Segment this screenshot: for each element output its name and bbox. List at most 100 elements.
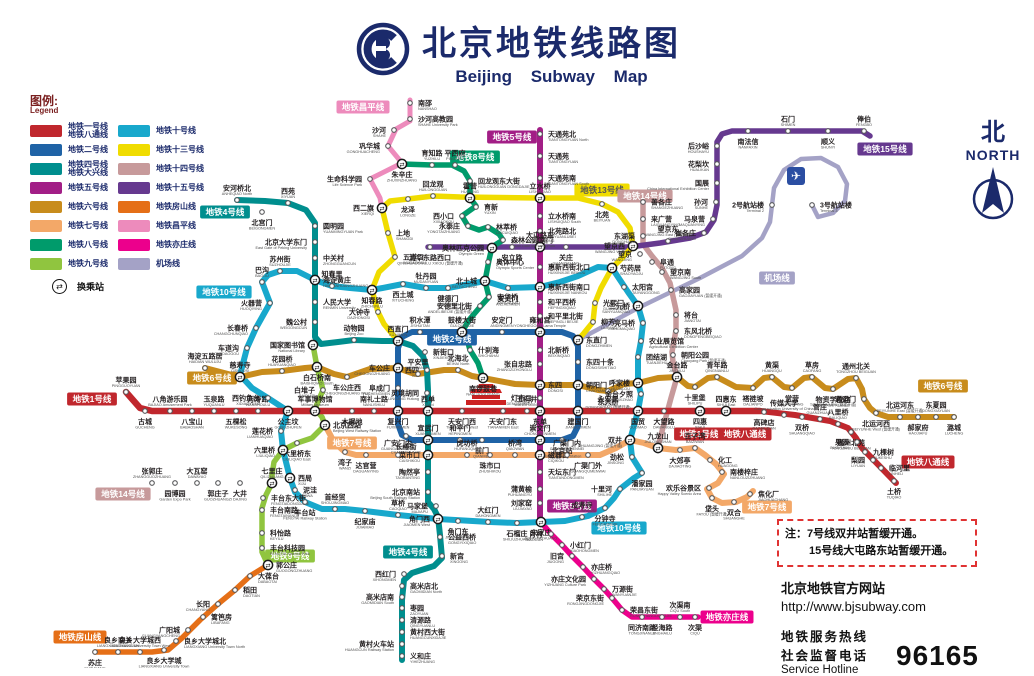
station-dot	[265, 395, 271, 401]
transfer-icon: ⇄	[467, 195, 472, 202]
station-label: 来广营	[650, 215, 672, 224]
station-dot	[375, 309, 381, 315]
legend-subtitle: Legend	[30, 106, 59, 115]
line-badge	[336, 100, 390, 114]
station-label: 焦化厂	[757, 490, 779, 499]
station-label-en: LIANGMAQIAO	[608, 327, 635, 331]
station-dot	[253, 325, 259, 331]
station-label-en: ZHONGGUANCUN	[323, 262, 356, 266]
line-badge-label: 地铁14号线	[101, 489, 145, 499]
station-dot	[817, 416, 823, 422]
station-label: 郭庄子	[208, 489, 229, 498]
station-label-en: PINGGUOYUAN	[112, 384, 141, 388]
station-label: 上地	[396, 229, 410, 238]
legend-title: 图例:	[30, 94, 58, 108]
line-badge-label: 地铁亦庄线	[706, 612, 749, 622]
station-label: 关庄	[559, 253, 573, 262]
station-label: 太阳宫	[632, 283, 653, 292]
legend-item-label: 地铁九号线	[68, 258, 108, 268]
line-badge	[759, 271, 795, 285]
station-dot	[430, 193, 436, 199]
station-label-en: Beijing Zoo	[345, 332, 364, 336]
station-dot	[233, 408, 239, 414]
station-label: 东湖渠	[614, 232, 636, 241]
station-dot	[344, 374, 350, 380]
transfer-station-dot	[392, 362, 404, 374]
station-dot	[424, 367, 430, 373]
station-dot	[142, 408, 148, 414]
station-dot	[673, 328, 679, 334]
station-label: 安德里北街	[437, 302, 472, 311]
station-dot	[172, 480, 178, 486]
station-dot	[259, 507, 265, 513]
station-label-en: CIQIKOU	[548, 459, 564, 463]
station-dot	[247, 573, 253, 579]
station-label: 亮马桥	[614, 319, 636, 328]
transfer-station-dot	[534, 326, 546, 338]
station-dot	[395, 385, 401, 391]
station-label-en: XUANWUMEN	[415, 432, 441, 436]
station-label: 朱辛庄	[392, 170, 413, 179]
station-label-en: JIAOMEN East	[445, 536, 471, 540]
station-label-en: GAOMIDIAN North	[410, 590, 442, 594]
station-dot	[259, 279, 265, 285]
station-label-en: LINGJING Hutong	[388, 397, 419, 401]
station-label-en: YIZHUANGQIAO	[591, 571, 620, 575]
station-dot	[499, 329, 505, 335]
station-label-en: SHAHE University Park	[418, 123, 458, 127]
station-label: 磁器口	[548, 451, 569, 460]
station-label-en: HUIXINXIJIE BEIKOU	[548, 271, 586, 275]
hotline-number: 96165	[896, 640, 979, 671]
transfer-icon: ⇄	[480, 375, 485, 382]
station-label-en: BAIDUIZI	[299, 394, 315, 398]
station-dot	[714, 161, 720, 167]
station-label-en: HEPINGMEN	[449, 432, 472, 436]
station-label-en: QIANMEN	[473, 455, 491, 459]
official-website-url[interactable]: http://www.bjsubway.com	[781, 599, 926, 614]
station-dot	[638, 391, 644, 397]
station-dot	[399, 583, 405, 589]
station-label: 石门	[780, 115, 795, 124]
station-label: 纪家庙	[355, 517, 376, 526]
station-label: 动物园	[344, 324, 365, 333]
station-label: 灵境胡同	[391, 389, 419, 398]
transfer-icon: ⇄	[537, 195, 542, 202]
line-badge	[265, 549, 315, 563]
station-dot	[537, 486, 543, 492]
line-badge-label: 地铁8号线	[456, 152, 495, 162]
station-dot	[391, 127, 397, 133]
station-label: 阜成门	[369, 384, 390, 393]
station-dot	[638, 338, 644, 344]
station-label-en: HOUSHAYU	[688, 150, 709, 154]
legend-item: 地铁昌平线	[118, 216, 204, 235]
legend-color-swatch	[30, 143, 62, 156]
station-label-en: CAOQIAO	[389, 507, 407, 511]
station-label: 高米店北	[410, 582, 438, 591]
station-label: 园博园	[165, 489, 186, 498]
station-label: 鼓楼大街	[448, 316, 476, 325]
station-label-en: TONGZHOU BEIGUAN	[836, 370, 876, 374]
transfer-icon: ⇄	[537, 437, 542, 444]
station-dot	[415, 371, 421, 377]
station-label: 东直门	[586, 336, 607, 345]
station-label: 双井	[608, 436, 622, 445]
station-label-en: DONGDAQIAO (暂缓开通)	[586, 405, 632, 410]
station-label: 西苑	[281, 187, 295, 196]
station-dot	[714, 180, 720, 186]
station-label-en: SIHUI	[695, 426, 705, 430]
station-dot	[363, 452, 369, 458]
station-label: 火器营	[241, 299, 262, 308]
station-label-en: GUANGXIMEN	[603, 307, 629, 311]
transfer-icon: ⇄	[537, 329, 542, 336]
station-dot	[395, 512, 401, 518]
station-label: 复兴门	[387, 417, 409, 426]
station-dot	[505, 285, 511, 291]
station-label: 俸伯	[856, 115, 871, 124]
legend-item-label: 机场线	[156, 258, 180, 268]
station-label: 建国门	[568, 417, 589, 426]
station-label-en: Happy Valley Scenic Area	[658, 492, 702, 496]
station-label-en: TONGJINANLU	[629, 632, 656, 636]
line-badge	[574, 183, 630, 197]
station-label-en: SANYUANQIAO	[602, 310, 630, 314]
station-dot	[392, 254, 398, 260]
